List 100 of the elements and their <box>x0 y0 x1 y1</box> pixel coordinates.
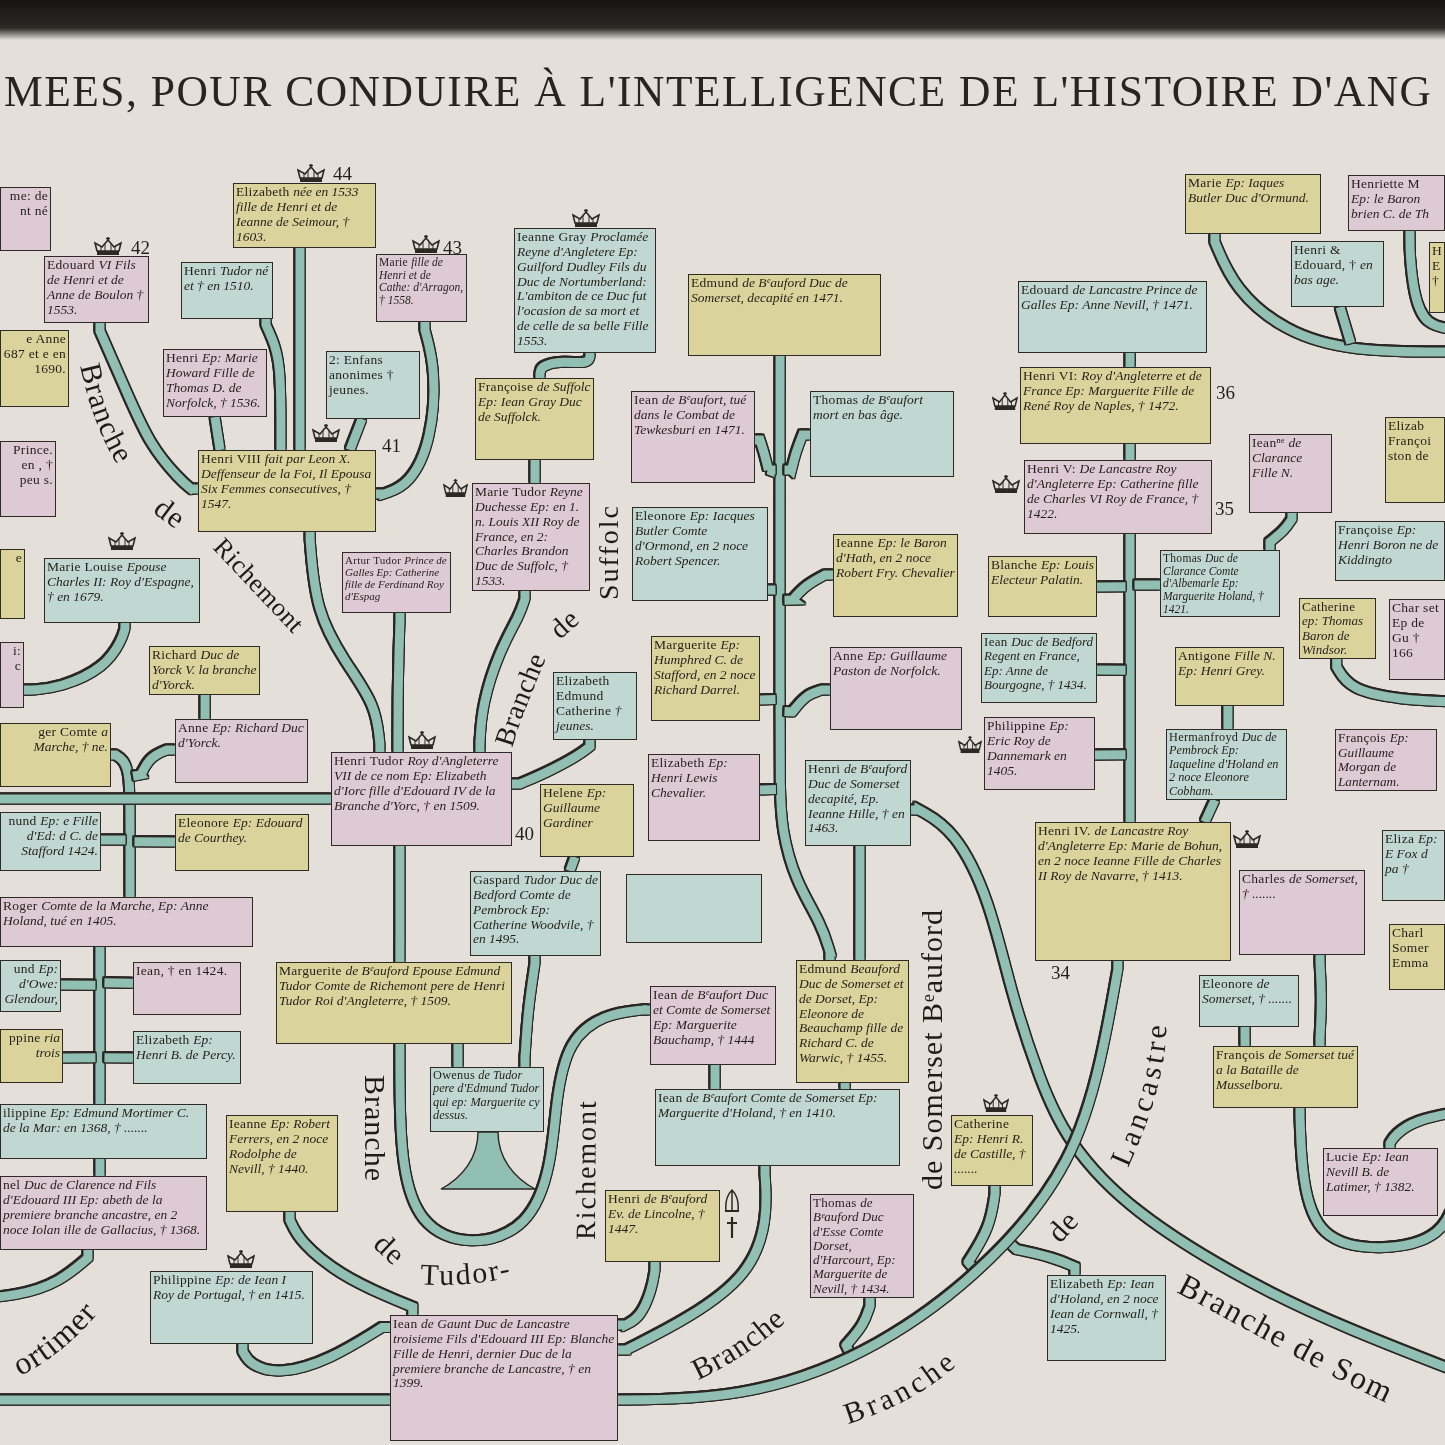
tree-branch <box>132 745 175 781</box>
entry-text: Iean de Bᵉaufort Comte de Somerset Ep: Marguerite d'Holand, † en 1410. <box>657 1090 879 1122</box>
person-box <box>0 897 253 947</box>
entry-text: Ieanⁿᵉ de Clarance Fille N. <box>1251 435 1304 482</box>
entry-text: Philippine Ep: de Iean I Roy de Portugal, † en 1415. <box>152 1272 306 1304</box>
person-box <box>331 752 512 846</box>
tree-branch <box>295 248 305 450</box>
tree-branch <box>238 1323 390 1376</box>
tree-branch <box>210 416 225 451</box>
entry-text: Henri & Edouard, † en bas age. <box>1293 242 1374 289</box>
entry-text: Elizabeth Edmund Catherine † jeunes. <box>554 673 623 735</box>
tree-branch <box>1094 750 1126 760</box>
entry-text: Marie fille de Henri et de Cathe: d'Arragon, † 1558. <box>378 255 465 308</box>
tree-branch <box>101 835 126 845</box>
entry-text: François Ep: Guillaume Morgan de Lanternam. <box>1337 730 1410 791</box>
person-box <box>1382 830 1445 901</box>
tree-branch <box>1315 955 1326 1046</box>
generation-number: 36 <box>1216 383 1235 402</box>
entry-text: Ieanne Ep: Robert Ferrers, en 2 noce Rodolphe de Nevill, † 1440. <box>228 1116 332 1178</box>
branch-label: Tudor- <box>419 1250 515 1291</box>
person-box <box>1335 729 1437 791</box>
tree-branch <box>395 846 405 962</box>
person-box <box>0 441 56 517</box>
entry-text: Roger Comte de la Marche, Ep: Anne Holand, tué en 1405. <box>2 898 210 930</box>
entry-text: Edouard VI Fils de Henri et de Anne de Boulon † 1553. <box>45 257 145 319</box>
entry-text: Artur Tudor Prince de Galles Ep: Catherine fille de Ferdinand Roy d'Espag <box>344 553 448 604</box>
entry-text: François de Somerset tué a la Bataille de Musselboru. <box>1215 1047 1356 1094</box>
generation-number: 43 <box>443 238 462 257</box>
entry-text: 2: Enfans anonimes † jeunes. <box>327 352 395 399</box>
person-box <box>1291 241 1384 307</box>
entry-text: Elizabeth Ep: Iean d'Holand, en 2 noce Iean de Cornwall, † 1425. <box>1049 1276 1160 1338</box>
entry-text: Edmund de Bᵉauford Duc de Somerset, decapité en 1471. <box>690 275 849 307</box>
person-box <box>1385 417 1445 503</box>
tree-branch <box>1223 706 1233 729</box>
tree-branch <box>305 532 385 752</box>
generation-number: 41 <box>382 436 401 455</box>
tree-branch <box>475 591 530 752</box>
entry-text: me: de nt né <box>8 188 49 220</box>
person-box <box>1020 367 1211 444</box>
entry-text: Henri VIII fait par Leon X. Deffenseur de la Foi, Il Epousa Six Femmes consecutives, † 1547. <box>200 451 373 513</box>
tree-branch <box>0 794 331 804</box>
tree-branch <box>0 1395 390 1405</box>
person-box <box>1160 550 1280 617</box>
entry-text: ilippine Ep: Edmund Mortimer C. de la Mar: en 1368, † ....... <box>2 1105 191 1137</box>
entry-text: Marie Ep: Iaques Butler Duc d'Ormund. <box>1187 175 1310 207</box>
tree-branch <box>1200 798 1220 824</box>
entry-text: Iean de Bᵉaufort Duc et Comte de Somerset Ep: Marguerite Bauchamp, † 1444 <box>652 987 772 1049</box>
person-box <box>632 507 768 601</box>
entry-text: nund Ep: e Fille d'Ed: d C. de Stafford 1424. <box>7 813 99 860</box>
person-box <box>233 183 376 248</box>
person-box <box>390 1315 618 1441</box>
entry-text: Ieanne Ep: le Baron d'Hath, en 2 noce Robert Fry. Chevalier <box>835 535 956 582</box>
person-box <box>150 1271 313 1344</box>
entry-text: Iean, † en 1424. <box>135 963 229 980</box>
entry-text: Henriette M Ep: le Baron brien C. de Th <box>1350 176 1430 223</box>
person-box <box>650 986 776 1065</box>
person-box <box>796 960 909 1083</box>
tree-branch <box>530 460 540 483</box>
person-box <box>342 552 451 613</box>
entry-text: Elizabeth Ep: Henri Lewis Chevalier. <box>650 755 729 802</box>
tree-branch <box>134 837 175 847</box>
entry-text: Catherine Ep: Henri R. de Castille, † ....... <box>953 1116 1027 1178</box>
tree-branch <box>759 785 777 795</box>
person-box <box>175 719 308 783</box>
entry-text: Henri IV. de Lancastre Roy d'Angleterre Ep: Marie de Bohun, en 2 noce Ieanne Fille de Charles II Roy de Navarre, † 1413. <box>1037 823 1224 885</box>
person-box <box>648 754 760 841</box>
entry-text: Marguerite Ep: Humphred C. de Stafford, en 2 noce Richard Darrel. <box>653 637 757 699</box>
tree-branch <box>840 1082 850 1090</box>
tree-branch <box>784 685 830 717</box>
entry-text: und Ep: d'Owe: Glendour, <box>3 961 59 1008</box>
entry-text: Ieanne Gray Proclamée Reyne d'Angletere Ep: Guilford Dudley Fils du Duc de Nortumberland: L'ambiton de ce Duc fut l'ocasion de sa mort et de celle de sa belle Fille 1553. <box>516 229 650 350</box>
entry-text: Henri Tudor Roy d'Angleterre VII de ce nom Ep: Elizabeth d'Iorc fille d'Edouard IV de la Branche d'Yorc, † en 1509. <box>333 753 500 815</box>
entry-text: Henri Tudor né et † en 1510. <box>183 263 270 295</box>
entry-text: nel Duc de Clarence nd Fils d'Edouard III Ep: abeth de la premiere branche ancastre, en 2 noce Iolan ille de Gallacius, † 1368. <box>1 1177 202 1239</box>
person-box <box>988 556 1097 617</box>
tree-branch <box>855 846 865 960</box>
tree-branch <box>710 1065 720 1089</box>
person-box <box>605 1190 720 1262</box>
person-box <box>1175 647 1284 706</box>
tree-branch <box>1335 305 1356 345</box>
entry-text: Henri V: De Lancastre Roy d'Angleterre Ep: Catherine fille de Charles VI Roy de France, † 1422. <box>1026 461 1200 523</box>
person-box <box>1047 1275 1166 1361</box>
entry-text: Charles de Somerset, † ....... <box>1241 871 1359 903</box>
tree-branch <box>618 1262 660 1330</box>
tree-branch <box>1295 1108 1445 1253</box>
person-box <box>1348 175 1445 231</box>
entry-text: Eliza Ep: E Fox d pa † <box>1383 831 1439 878</box>
person-box <box>0 187 51 251</box>
entry-text: Prince. en , † peu s. <box>12 442 54 489</box>
person-box <box>276 962 512 1044</box>
entry-text: Owenus de Tudor pere d'Edmund Tudor qui ep: Marguerite cy dessus. <box>431 1068 541 1124</box>
tree-branch <box>1096 665 1126 675</box>
tree-trunk <box>440 1132 536 1190</box>
entry-text: Henri de Bᵉauford Duc de Somerset decapité, Ep. Ieanne Hille, † en 1463. <box>807 761 909 838</box>
tree-branch <box>1240 1027 1250 1046</box>
entry-text: Iean de Gaunt Duc de Lancastre troisieme Fils d'Edouard III Ep: Blanche Fille de Henri, dernier Duc de la premiere branche de Lancastre, † en 1399. <box>391 1316 616 1393</box>
person-box <box>981 633 1097 703</box>
entry-text: Hermanfroyd Duc de Pembrock Ep: Iaqueline d'Holand en 2 noce Eleonore Cobham. <box>1168 730 1280 800</box>
person-box <box>1429 242 1445 313</box>
tree-branch <box>841 1298 875 1355</box>
